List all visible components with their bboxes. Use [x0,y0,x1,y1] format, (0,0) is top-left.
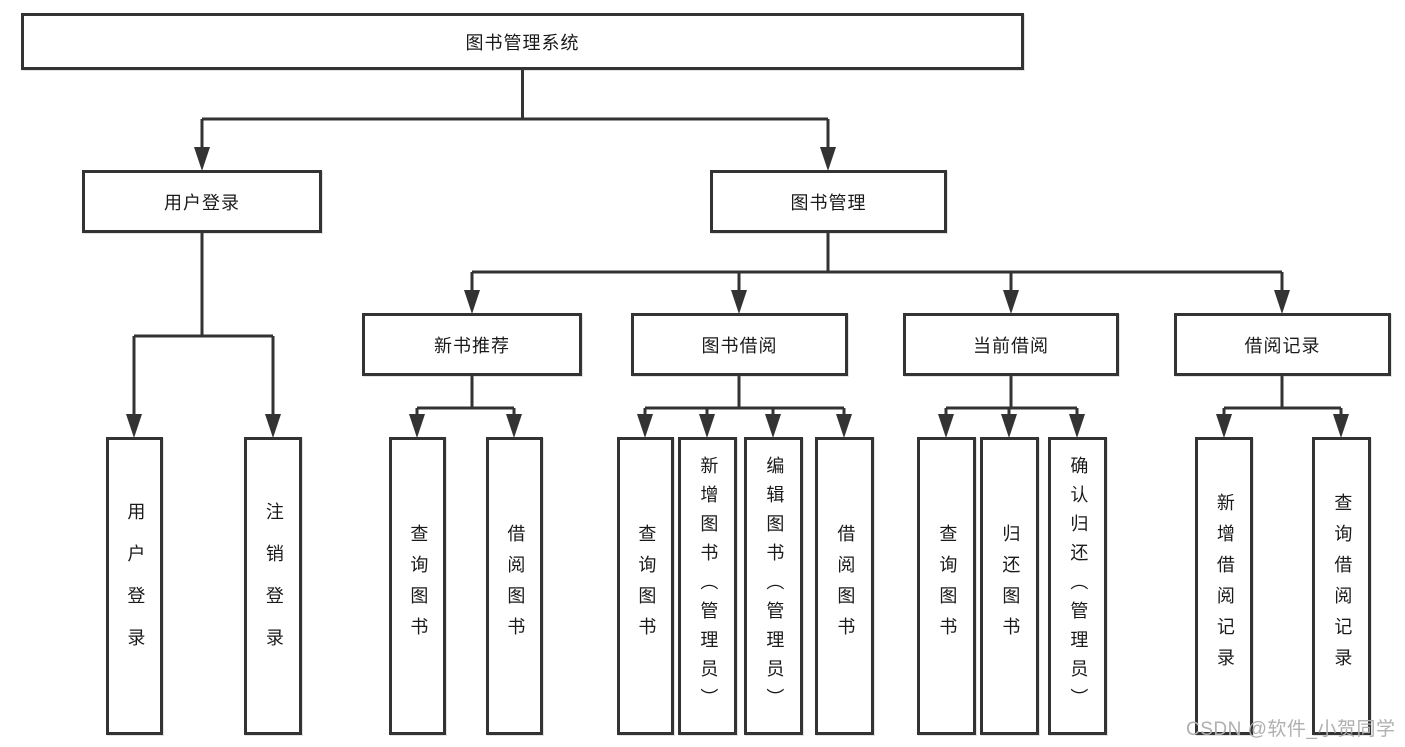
arrow-icon [506,414,522,438]
leaf-label: 查询图书 [937,524,958,648]
arrow-icon [1069,414,1085,438]
leaf-borrow-books: 借阅图书 [815,437,874,735]
node-label: 借阅记录 [1244,335,1321,356]
arrow-icon [765,414,781,438]
leaf-query-books-current: 查询图书 [917,437,976,735]
connector-bookmgmt-to-level3 [470,233,1284,292]
arrow-icon [1333,414,1349,438]
leaf-label: 确认归还（管理员） [1068,455,1089,717]
arrow-icon [637,414,653,438]
leaf-return-books: 归还图书 [980,437,1039,735]
node-book-borrowing: 图书借阅 [631,313,848,376]
leaf-logout: 注销登录 [244,437,302,735]
node-library-management-system: 图书管理系统 [21,13,1024,70]
leaf-label: 新增借阅记录 [1214,493,1235,679]
leaf-label: 查询借阅记录 [1332,493,1353,679]
arrow-icon [731,290,747,314]
leaf-label: 新增图书（管理员） [698,455,719,717]
connector-userlogin-to-leaves [132,233,275,416]
node-label: 图书借阅 [701,335,778,356]
leaf-query-books-recommend: 查询图书 [389,437,446,735]
leaf-label: 编辑图书（管理员） [764,455,785,717]
leaf-add-books-admin: 新增图书（管理员） [678,437,737,735]
arrowheads [126,147,1349,438]
leaf-label: 用户登录 [125,502,146,670]
leaf-label: 归还图书 [1000,524,1021,648]
arrow-icon [126,414,142,438]
arrow-icon [1216,414,1232,438]
arrow-icon [464,290,480,314]
leaf-borrow-books-recommend: 借阅图书 [486,437,543,735]
leaf-label: 查询图书 [408,524,429,648]
watermark: CSDN @软件_小贺同学 [1186,719,1396,740]
leaf-user-login: 用户登录 [106,437,163,735]
leaf-edit-books-admin: 编辑图书（管理员） [744,437,803,735]
node-user-login: 用户登录 [82,170,322,233]
node-current-borrowing: 当前借阅 [903,313,1119,376]
arrow-icon [409,414,425,438]
arrow-icon [194,147,210,171]
leaf-label: 查询图书 [636,524,657,648]
leaf-confirm-return-admin: 确认归还（管理员） [1048,437,1107,735]
node-label: 图书管理 [790,192,867,213]
node-borrowing-records: 借阅记录 [1174,313,1391,376]
arrow-icon [938,414,954,438]
connector-bookborrow-to-leaves [643,376,846,416]
connector-records-to-leaves [1222,376,1343,416]
arrow-icon [1274,290,1290,314]
arrow-icon [820,147,836,171]
node-book-management: 图书管理 [710,170,947,233]
leaf-query-books-borrow: 查询图书 [617,437,674,735]
node-new-book-recommendation: 新书推荐 [362,313,582,376]
leaf-label: 借阅图书 [505,524,526,648]
leaf-add-borrow-record: 新增借阅记录 [1195,437,1253,735]
node-label: 图书管理系统 [465,32,580,53]
node-label: 当前借阅 [973,335,1049,356]
arrow-icon [265,414,281,438]
arrow-icon [836,414,852,438]
leaf-query-borrow-record: 查询借阅记录 [1312,437,1371,735]
node-label: 用户登录 [164,192,240,213]
leaf-label: 借阅图书 [835,524,856,648]
arrow-icon [1003,290,1019,314]
leaf-label: 注销登录 [263,502,284,670]
arrow-icon [1001,414,1017,438]
connector-currentborrow-to-leaves [944,376,1079,416]
connector-root-to-level2 [200,70,830,150]
connector-newbook-to-leaves [415,376,516,416]
node-label: 新书推荐 [434,335,510,356]
arrow-icon [699,414,715,438]
